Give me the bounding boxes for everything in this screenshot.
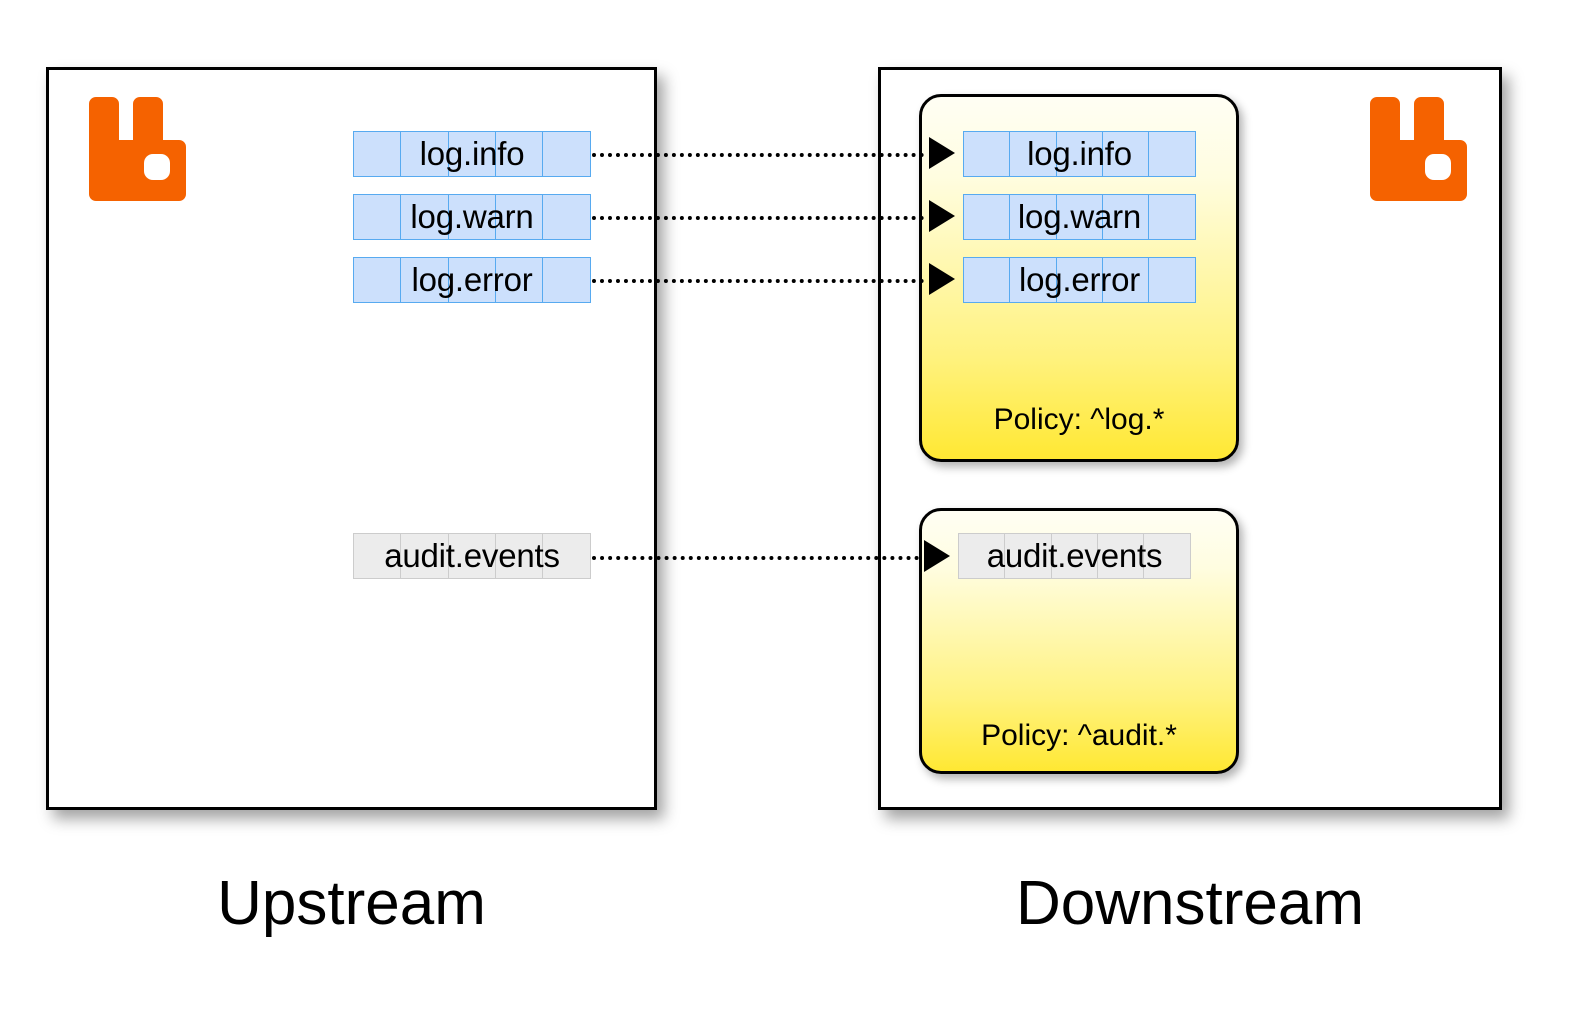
arrow-right-icon: [924, 540, 950, 572]
queue-segment: [400, 131, 450, 177]
queue-segment: [400, 194, 450, 240]
queue-segment: [494, 131, 544, 177]
queue-segment: [1148, 194, 1196, 240]
upstream-queue-audit-events[interactable]: audit.events: [353, 533, 591, 579]
queue-segment: [963, 194, 1011, 240]
queue-segment: [353, 194, 402, 240]
queue-segment: [353, 257, 402, 303]
queue-segment: [1055, 131, 1104, 177]
queue-segment: [1055, 257, 1104, 303]
queue-segment: [494, 194, 544, 240]
queue-segment: [1004, 533, 1053, 579]
queue-segment: [542, 131, 591, 177]
queue-segment: [963, 131, 1011, 177]
queue-segment: [447, 257, 497, 303]
arrow-right-icon: [929, 200, 955, 232]
federation-link-audit-events: [592, 556, 919, 560]
queue-segment: [1101, 194, 1150, 240]
queue-segment: [1009, 131, 1058, 177]
queue-segment: [1096, 533, 1145, 579]
queue-segment: [353, 533, 402, 579]
downstream-queue-log-info[interactable]: log.info: [963, 131, 1196, 177]
arrow-right-icon: [929, 137, 955, 169]
queue-segment: [1050, 533, 1099, 579]
policy-label: Policy: ^audit.*: [981, 719, 1177, 752]
federation-link-log-error: [592, 279, 924, 283]
downstream-queue-log-warn[interactable]: log.warn: [963, 194, 1196, 240]
queue-segment: [494, 257, 544, 303]
queue-segment: [958, 533, 1006, 579]
queue-segment: [400, 257, 450, 303]
queue-segment: [1148, 131, 1196, 177]
rabbitmq-logo-icon: [76, 93, 186, 205]
queue-segment: [1101, 131, 1150, 177]
upstream-queue-log-warn[interactable]: log.warn: [353, 194, 591, 240]
queue-segment: [542, 533, 591, 579]
arrow-right-icon: [929, 263, 955, 295]
queue-segment: [1143, 533, 1191, 579]
queue-segment: [542, 257, 591, 303]
queue-segment: [447, 194, 497, 240]
policy-label: Policy: ^log.*: [993, 403, 1165, 436]
federation-link-log-info: [592, 153, 924, 157]
upstream-queue-log-info[interactable]: log.info: [353, 131, 591, 177]
upstream-queue-log-error[interactable]: log.error: [353, 257, 591, 303]
queue-segment: [1009, 194, 1058, 240]
queue-segment: [1055, 194, 1104, 240]
queue-segment: [963, 257, 1011, 303]
upstream-caption: Upstream: [217, 869, 486, 938]
downstream-caption: Downstream: [1016, 869, 1364, 938]
downstream-queue-audit-events[interactable]: audit.events: [958, 533, 1191, 579]
downstream-queue-log-error[interactable]: log.error: [963, 257, 1196, 303]
queue-segment: [447, 533, 497, 579]
queue-segment: [1101, 257, 1150, 303]
queue-segment: [1148, 257, 1196, 303]
queue-segment: [494, 533, 544, 579]
federation-link-log-warn: [592, 216, 924, 220]
queue-segment: [353, 131, 402, 177]
queue-segment: [447, 131, 497, 177]
queue-segment: [542, 194, 591, 240]
queue-segment: [1009, 257, 1058, 303]
rabbitmq-logo-icon: [1357, 93, 1467, 205]
queue-segment: [400, 533, 450, 579]
